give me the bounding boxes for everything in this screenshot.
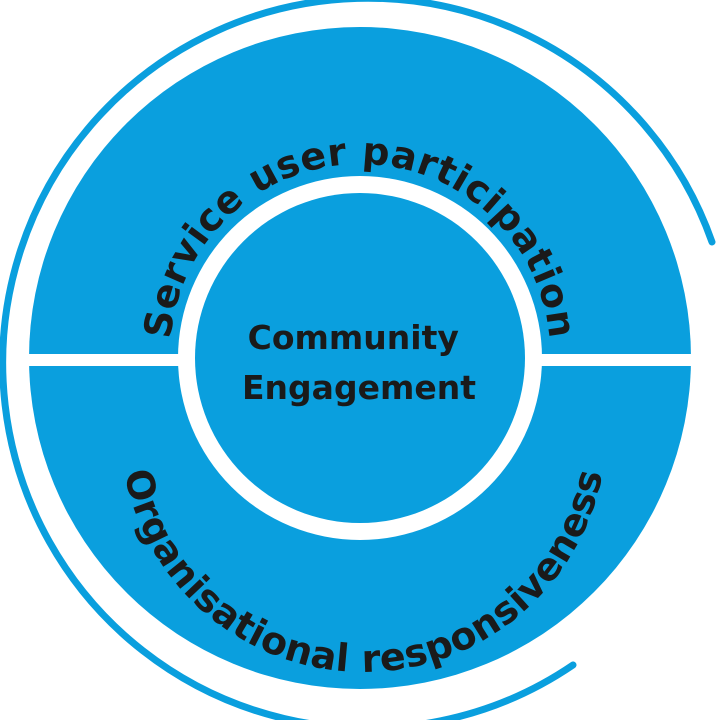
center-circle <box>195 193 525 523</box>
center-label-line1: Community <box>248 318 459 357</box>
center-label-line2: Engagement <box>242 368 476 407</box>
center-label: Community Engagement <box>242 318 476 407</box>
